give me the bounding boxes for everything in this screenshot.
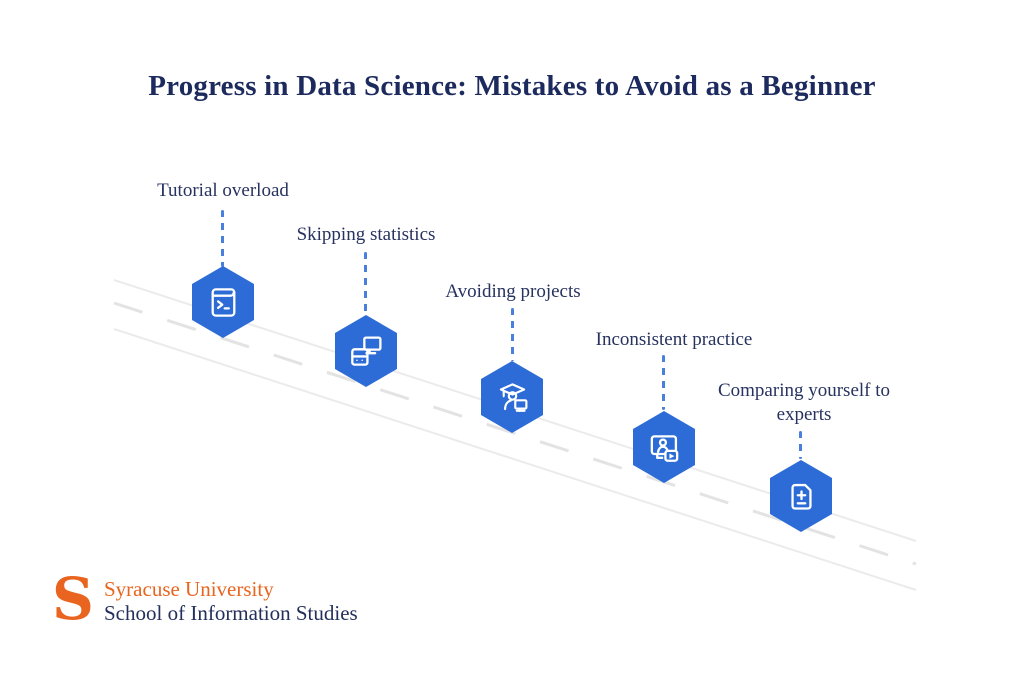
road-center-dashed-line [113,301,917,566]
page-title: Progress in Data Science: Mistakes to Av… [148,70,876,102]
document-plus-minus-icon [790,483,812,510]
syracuse-block-s-logo: S [52,565,94,633]
item-label-skipping-statistics: Skipping statistics [296,224,436,245]
school-name: School of Information Studies [104,601,358,625]
institution-name: Syracuse University [104,577,274,601]
connector-line-2 [364,252,367,314]
connector-line-5 [799,431,802,459]
syracuse-logo-text: Syracuse University School of Informatio… [104,576,358,625]
road-bottom-edge [113,328,917,591]
video-call-screen-icon [650,434,678,462]
graduate-monitor-icon [499,382,527,412]
connector-line-4 [662,355,665,410]
calculator-monitor-icon [350,335,382,366]
syracuse-logo-lockup: S Syracuse University School of Informat… [52,565,358,633]
milestone-hexagon-2 [335,315,397,387]
item-label-inconsistent-practice: Inconsistent practice [595,329,753,350]
connector-line-1 [221,210,224,267]
item-label-tutorial-overload: Tutorial overload [157,180,289,201]
connector-line-3 [511,308,514,361]
item-label-comparing-yourself: Comparing yourself to experts [717,380,891,425]
item-label-avoiding-projects: Avoiding projects [445,281,581,302]
book-terminal-icon [211,287,235,317]
